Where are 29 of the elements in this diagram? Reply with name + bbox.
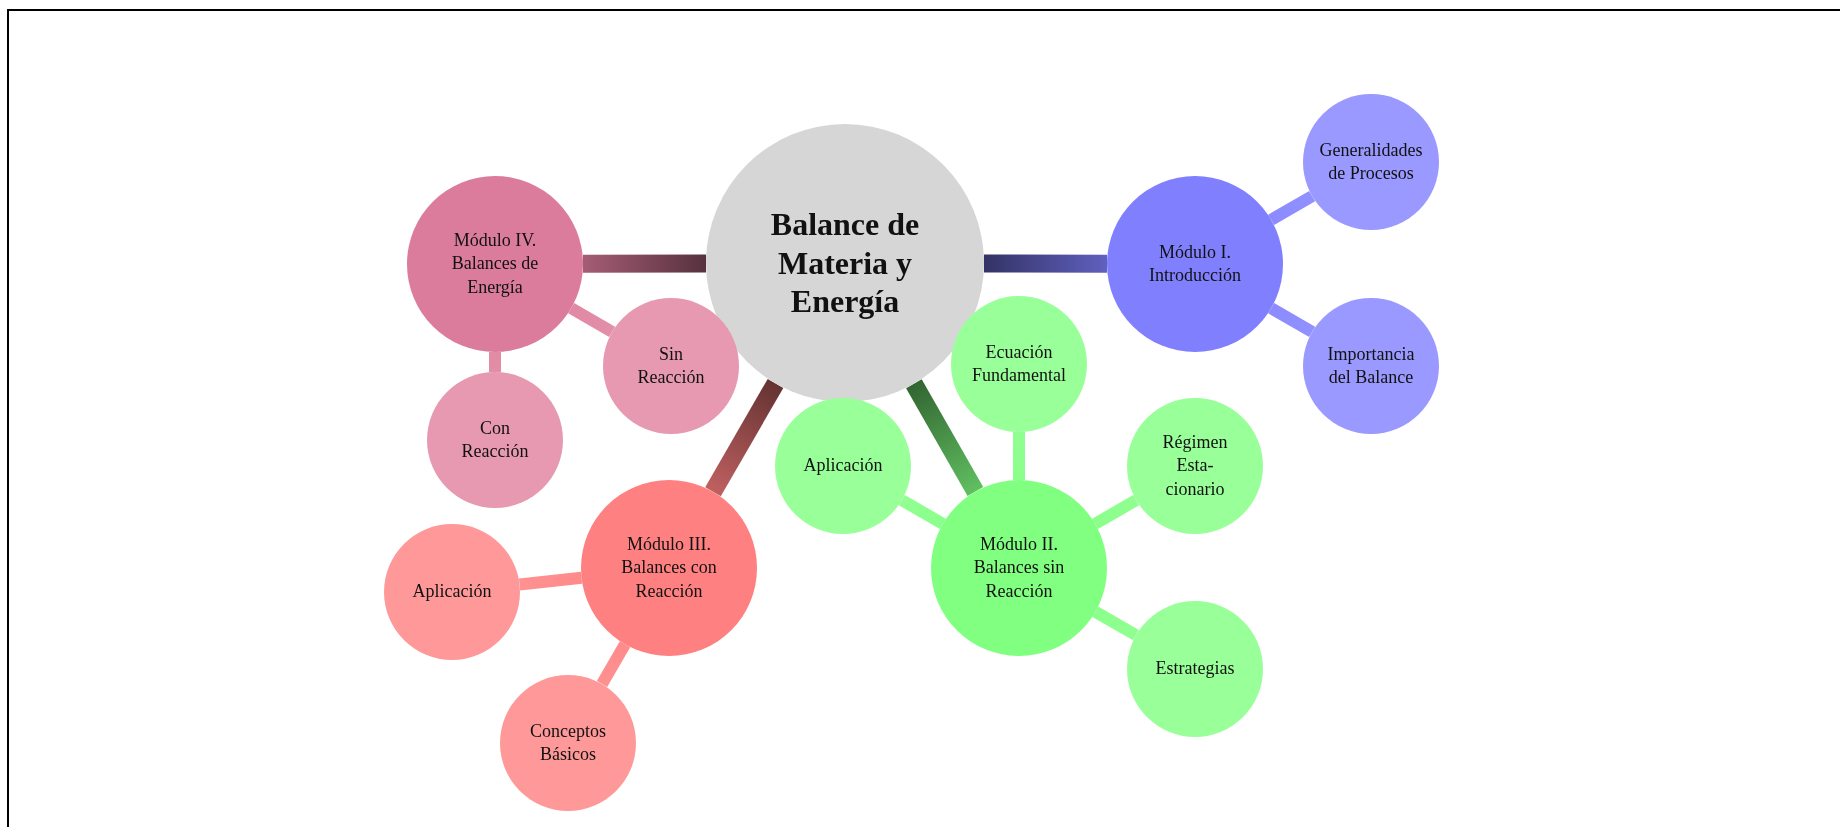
topic-label: Importancia del Balance [1326, 342, 1416, 389]
connector [596, 641, 631, 688]
topic-label: Aplicación [803, 454, 883, 478]
connector [705, 378, 784, 497]
topic-label: Módulo II. Balances sin Reacción [972, 532, 1066, 603]
connector [1268, 302, 1316, 338]
topic-label: Módulo III. Balances con Reacción [620, 532, 718, 603]
connector [582, 254, 707, 273]
connector [1092, 606, 1139, 641]
topic-label: Sin Reacción [636, 342, 706, 389]
connector [518, 571, 583, 591]
topic-label: Régimen Esta-cionario [1161, 430, 1229, 501]
connector [906, 379, 984, 496]
topic-label: Módulo IV. Balances de Energía [450, 228, 540, 299]
topic-label: Conceptos Básicos [529, 719, 607, 766]
connector [1013, 432, 1025, 480]
topic-label: Generalidades de Procesos [1318, 138, 1424, 185]
connector [1268, 190, 1316, 226]
connector [898, 494, 946, 530]
connector [489, 352, 501, 372]
topic-label: Aplicación [412, 580, 492, 604]
topic-label: Estrategias [1155, 657, 1235, 681]
connector [983, 254, 1108, 273]
connector [1092, 494, 1140, 530]
topic-label: Módulo I. Introducción [1148, 240, 1242, 287]
topic-label: Ecuación Fundamental [971, 340, 1067, 387]
topic-label: Balance de Materia y Energía [769, 205, 921, 321]
connector [568, 302, 616, 338]
topic-label: Con Reacción [460, 416, 530, 463]
